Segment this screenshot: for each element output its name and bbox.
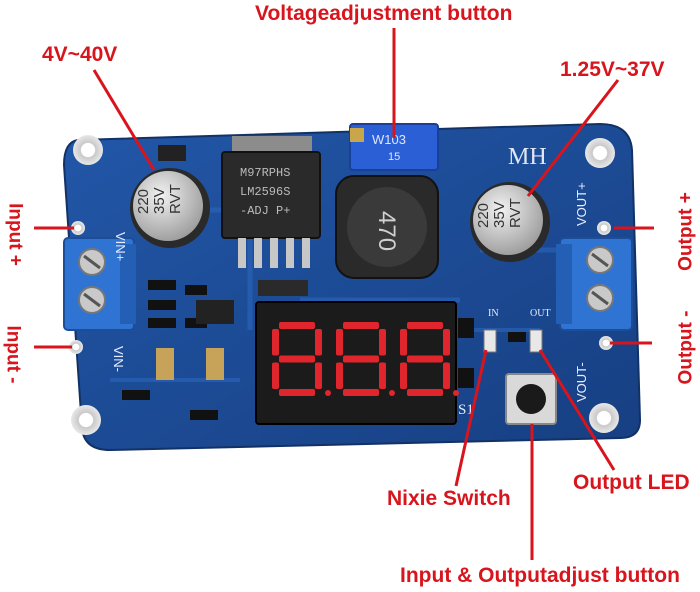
pointer-output-range [526,79,620,197]
silk-out: OUT [530,308,551,319]
adjust-push-button[interactable] [505,373,557,425]
pad-vin-plus [71,221,85,235]
display-segment [279,322,315,329]
voltage-potentiometer[interactable]: W103 15 [349,123,439,171]
display-segment [443,362,450,389]
brand-mark: MH [508,144,547,170]
trim-screw-icon[interactable] [350,128,364,142]
ic-marking-1: M97RPHS [240,166,290,180]
smd-components [122,145,526,420]
cap-left-line2: 35V [151,187,168,214]
output-capacitor: 220 35V RVT [470,182,550,262]
seven-segment-display [255,301,459,425]
pad-vout-plus [597,221,611,235]
regulator-ic: M97RPHS LM2596S -ADJ P+ [221,136,321,268]
silk-in: IN [488,308,499,319]
output-terminal [556,237,633,331]
label-adjust-button: Input & Outputadjust button [400,564,680,587]
display-digits [272,322,459,396]
label-input-plus: Input + [4,203,26,266]
label-output-led: Output LED [573,471,690,494]
mount-hole [71,405,101,435]
display-segment [443,329,450,356]
input-terminal [63,237,136,331]
display-segment [379,362,386,389]
display-segment [400,362,407,389]
cap-right-line3: RVT [507,198,524,228]
pad-vin-minus [69,340,83,354]
cap-left-line3: RVT [167,184,184,214]
display-segment [379,329,386,356]
label-nixie-switch: Nixie Switch [387,487,511,510]
display-decimal-point [325,390,331,396]
display-segment [336,329,343,356]
mount-hole [589,403,619,433]
mount-holes [69,135,619,435]
label-output-range: 1.25V~37V [560,58,665,81]
label-voltage-adjust-button: Voltageadjustment button [255,2,513,25]
inductor-value: 470 [373,211,400,251]
display-segment [336,362,343,389]
display-segment [272,329,279,356]
cap-right-line2: 35V [491,201,508,228]
display-decimal-point [453,390,459,396]
cap-right-line1: 220 [475,203,492,228]
silk-s1: S1 [458,402,474,418]
button-cap-icon[interactable] [516,384,546,414]
silk-vout-minus: VOUT- [574,362,589,402]
display-segment [279,389,315,396]
pointer-output-led [538,349,616,471]
input-led-icon [483,329,497,353]
ic-marking-3: -ADJ P+ [240,204,290,218]
display-segment [343,389,379,396]
display-segment [343,355,379,363]
display-segment [343,322,379,329]
inductor: 470 [335,175,439,279]
display-segment [315,362,322,389]
mount-hole [73,135,103,165]
display-segment [315,329,322,356]
silk-vout-plus: VOUT+ [574,182,589,226]
display-segment [272,362,279,389]
output-led-icon [529,329,543,353]
display-segment [400,329,407,356]
pot-marking: W103 [372,132,406,147]
label-output-plus: Output + [675,192,697,271]
label-output-minus: Output - [675,310,697,385]
display-decimal-point [389,390,395,396]
display-segment [407,355,443,363]
pot-sub-marking: 15 [388,151,400,163]
callout-lines [34,28,654,560]
silk-vin-plus: VIN+ [113,232,128,261]
pad-vout-minus [599,336,613,350]
display-segment [407,322,443,329]
mount-hole [585,138,615,168]
input-capacitor: 220 35V RVT [130,168,210,248]
label-input-minus: Input - [2,325,24,384]
display-segment [407,389,443,396]
ic-marking-2: LM2596S [240,185,290,199]
pointer-nixie-switch [454,349,488,487]
label-input-range: 4V~40V [42,43,118,66]
silk-vin-minus: VIN- [111,346,126,372]
cap-left-line1: 220 [135,189,152,214]
display-segment [279,355,315,363]
pointer-input-range [92,69,156,171]
